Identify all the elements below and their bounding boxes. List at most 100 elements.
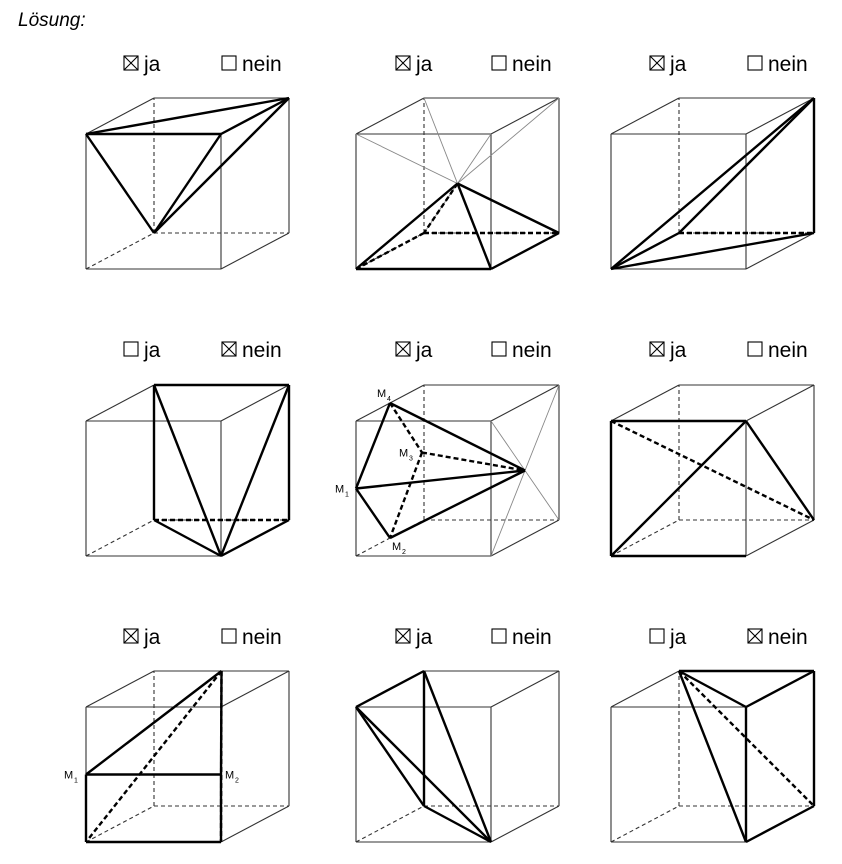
ja-label: ja [669,53,687,76]
cube-edge [220,384,290,422]
shape-edge [354,402,392,489]
shape-edge [610,420,747,557]
shape-edge [85,670,223,776]
cube-figure-1: ja nein [85,53,290,270]
shape-edge [610,231,815,271]
shape-edge [389,401,526,472]
shape-edge [355,182,459,270]
ja-checkbox-cross [123,628,139,644]
ja-label: ja [143,339,161,362]
nein-checkbox [747,341,763,357]
ja-checkbox [649,628,665,644]
cube-figure-6: ja nein [609,339,815,558]
nein-checkbox [491,341,507,357]
solution-heading: Lösung: [18,10,86,31]
cube-figure-3: ja nein [610,53,816,271]
cube-edge [610,670,680,708]
nein-checkbox [747,55,763,71]
cube-edge [490,805,560,843]
cube-hidden-edge [355,805,425,843]
shape-edge [745,804,815,844]
point-label-subscript: 2 [402,549,406,556]
point-label-subscript: 1 [74,778,78,785]
ja-checkbox-cross [649,341,665,357]
cube-edge [490,519,560,557]
shape-edge [219,384,291,557]
shape-edge [220,518,290,558]
point-label-subscript: 1 [345,492,349,499]
nein-label: nein [242,626,282,649]
shape-edge [85,133,155,234]
shape-edge [153,97,290,234]
shape-edge [153,518,222,558]
shape-edge [677,670,748,843]
cube-edge [220,670,290,708]
nein-checkbox [491,55,507,71]
cube-edge [85,384,155,422]
shape-edge [423,804,492,844]
cube-edge [745,232,815,270]
ja-label: ja [669,339,687,362]
cube-edge [610,97,680,135]
cube-edge [490,670,560,708]
shape-edge [355,487,391,539]
cube-hidden-edge [610,519,680,557]
shape-hidden-edge [219,670,223,843]
cube-edge [745,519,815,557]
cube-hidden-edge [610,805,680,843]
point-label: M [377,388,386,400]
point-label: M [225,770,234,782]
nein-checkbox-cross [221,341,237,357]
shape-edge [456,182,560,235]
ja-label: ja [669,626,687,649]
shape-edge [456,183,493,270]
ja-checkbox-cross [123,55,139,71]
shape-edge [389,469,526,540]
shape-edge [220,96,290,136]
shape-hidden-edge [423,182,459,234]
cube-edge [220,232,290,270]
ja-label: ja [143,626,161,649]
point-label: M [64,770,73,782]
point-label: M [392,541,401,553]
ja-checkbox-cross [395,341,411,357]
shape-hidden-edge [610,419,815,522]
cube-edge [85,97,155,135]
shape-edge [745,669,815,709]
nein-checkbox [221,55,237,71]
cube-edge [490,97,560,135]
nein-label: nein [512,339,552,362]
cube-hidden-edge [85,805,155,843]
nein-label: nein [242,53,282,76]
ja-label: ja [143,53,161,76]
point-label: M [399,448,408,460]
cube-edge [355,97,425,135]
nein-label: nein [512,626,552,649]
cube-edge [220,805,290,843]
shape-hidden-edge [421,451,526,472]
shape-edge [422,670,493,843]
cube-hidden-edge [85,232,155,270]
shape-hidden-edge [388,402,424,454]
cube-edge [490,384,560,422]
shape-hidden-edge [85,670,223,843]
ja-checkbox-cross [649,55,665,71]
shape-edge [355,669,425,709]
point-label-subscript: 3 [409,456,413,463]
nein-checkbox [491,628,507,644]
nein-label: nein [768,339,808,362]
cube-edge [610,384,680,422]
shape-edge [678,669,747,709]
nein-checkbox [221,628,237,644]
cube-edge [745,384,815,422]
shape-edge [85,96,290,136]
shape-edge [610,97,815,270]
point-label-subscript: 2 [235,778,239,785]
nein-label: nein [768,53,808,76]
ja-checkbox-cross [395,55,411,71]
